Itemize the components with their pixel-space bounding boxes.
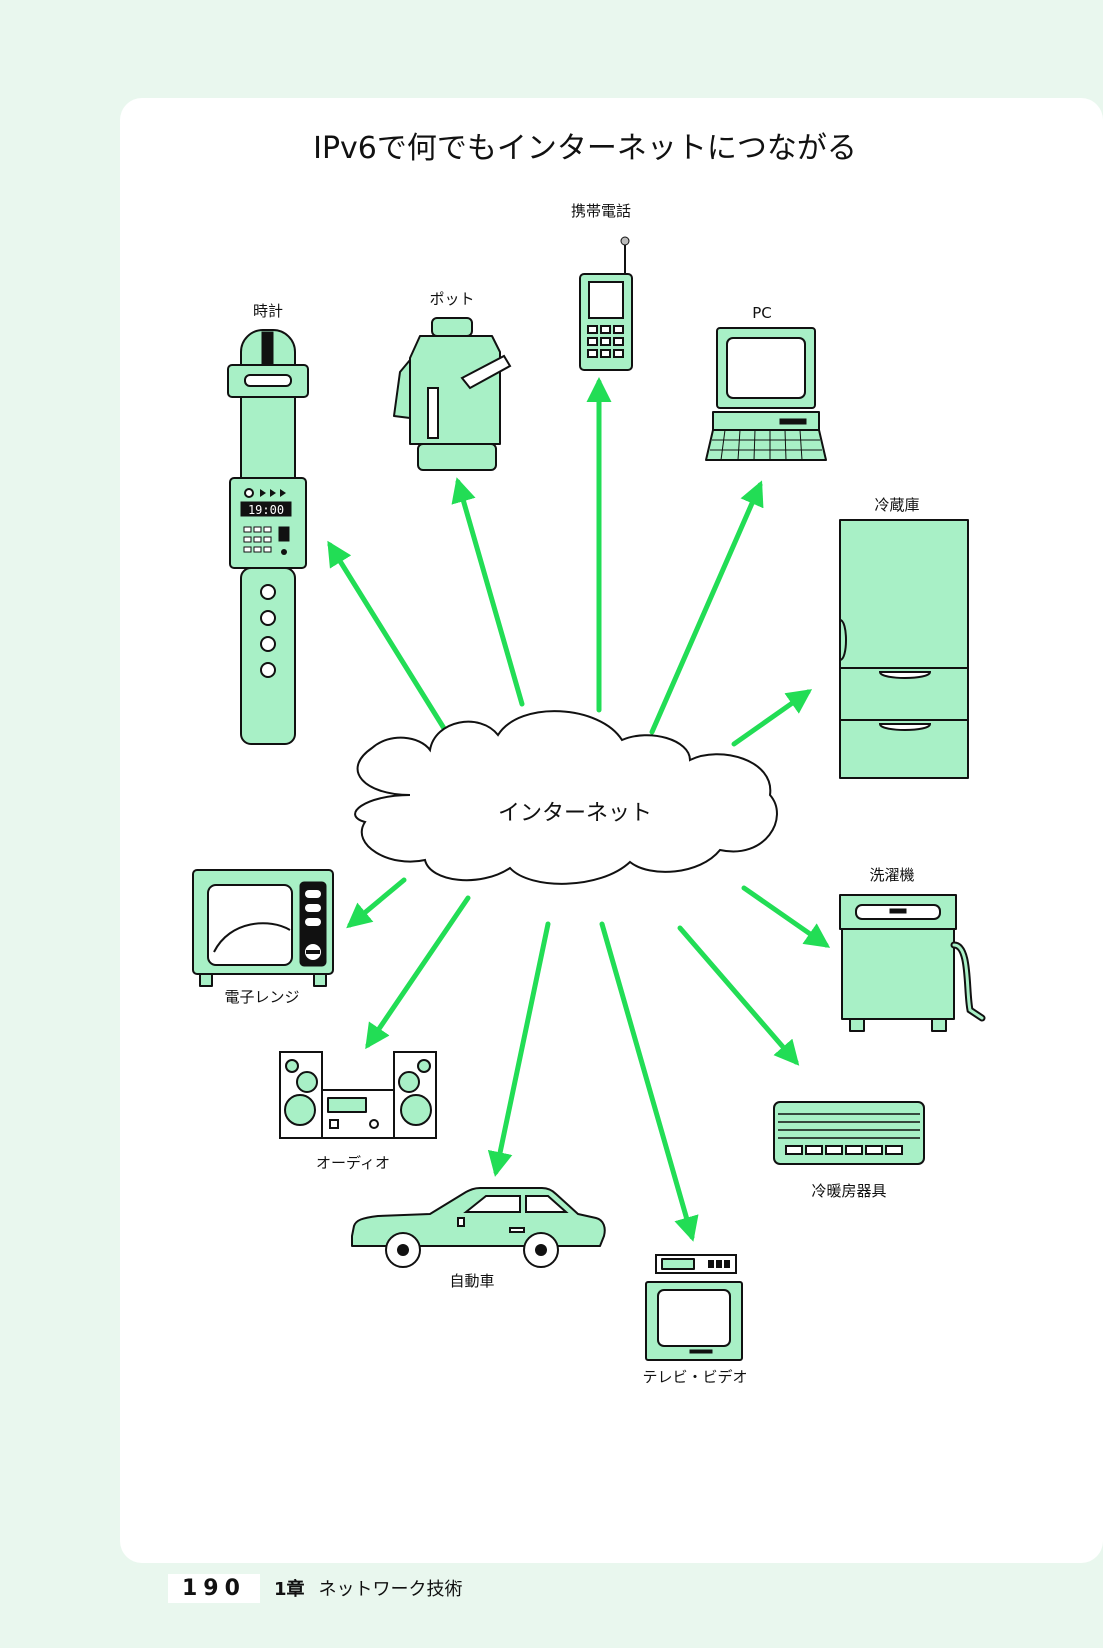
microwave-label: 電子レンジ (224, 988, 299, 1006)
audio-label: オーディオ (316, 1154, 390, 1172)
connection-arrows (327, 377, 831, 1242)
aircon-label: 冷暖房器具 (811, 1182, 886, 1200)
pc-label: PC (752, 304, 772, 322)
phone-label: 携帯電話 (571, 202, 631, 220)
watch-icon: 時計 19:00 (227, 302, 309, 745)
phone-icon: 携帯電話 (571, 202, 633, 371)
internet-label: インターネット (498, 801, 652, 826)
arrow-to-fridge (731, 689, 813, 747)
car-icon: 自動車 (351, 1187, 606, 1290)
pot-icon: ポット (393, 290, 512, 471)
internet-cloud: インターネット (354, 710, 778, 885)
car-label: 自動車 (449, 1272, 494, 1290)
pot-label: ポット (429, 290, 474, 308)
fridge-icon: 冷蔵庫 (839, 496, 969, 779)
tv-label: テレビ・ビデオ (642, 1368, 747, 1386)
watch-display-time: 19:00 (248, 503, 284, 517)
page-number: 190 (168, 1573, 260, 1603)
arrow-to-washer (741, 885, 831, 948)
arrow-to-audio (365, 895, 471, 1050)
chapter-number: 1章 (273, 1579, 305, 1600)
microwave-icon: 電子レンジ (192, 869, 334, 1006)
diagram-title: IPv6で何でもインターネットにつながる (313, 131, 857, 166)
pc-icon: PC (705, 304, 827, 461)
washer-icon: 洗濯機 (839, 866, 986, 1032)
arrow-to-watch (327, 540, 453, 741)
fridge-label: 冷蔵庫 (874, 496, 919, 514)
arrow-to-pc (649, 480, 764, 735)
page-footer: 190 1章 ネットワーク技術 (168, 1572, 462, 1604)
chapter-title: ネットワーク技術 (318, 1579, 463, 1600)
arrow-to-pot (451, 477, 525, 707)
arrow-to-car (487, 921, 551, 1177)
audio-icon: オーディオ (279, 1051, 437, 1172)
arrow-to-tv (599, 921, 699, 1242)
washer-label: 洗濯機 (869, 866, 914, 884)
arrow-to-microwave (346, 877, 407, 929)
aircon-icon: 冷暖房器具 (773, 1101, 925, 1200)
tv-icon: テレビ・ビデオ (642, 1254, 748, 1386)
watch-label: 時計 (253, 302, 283, 320)
arrow-to-aircon (677, 925, 800, 1066)
